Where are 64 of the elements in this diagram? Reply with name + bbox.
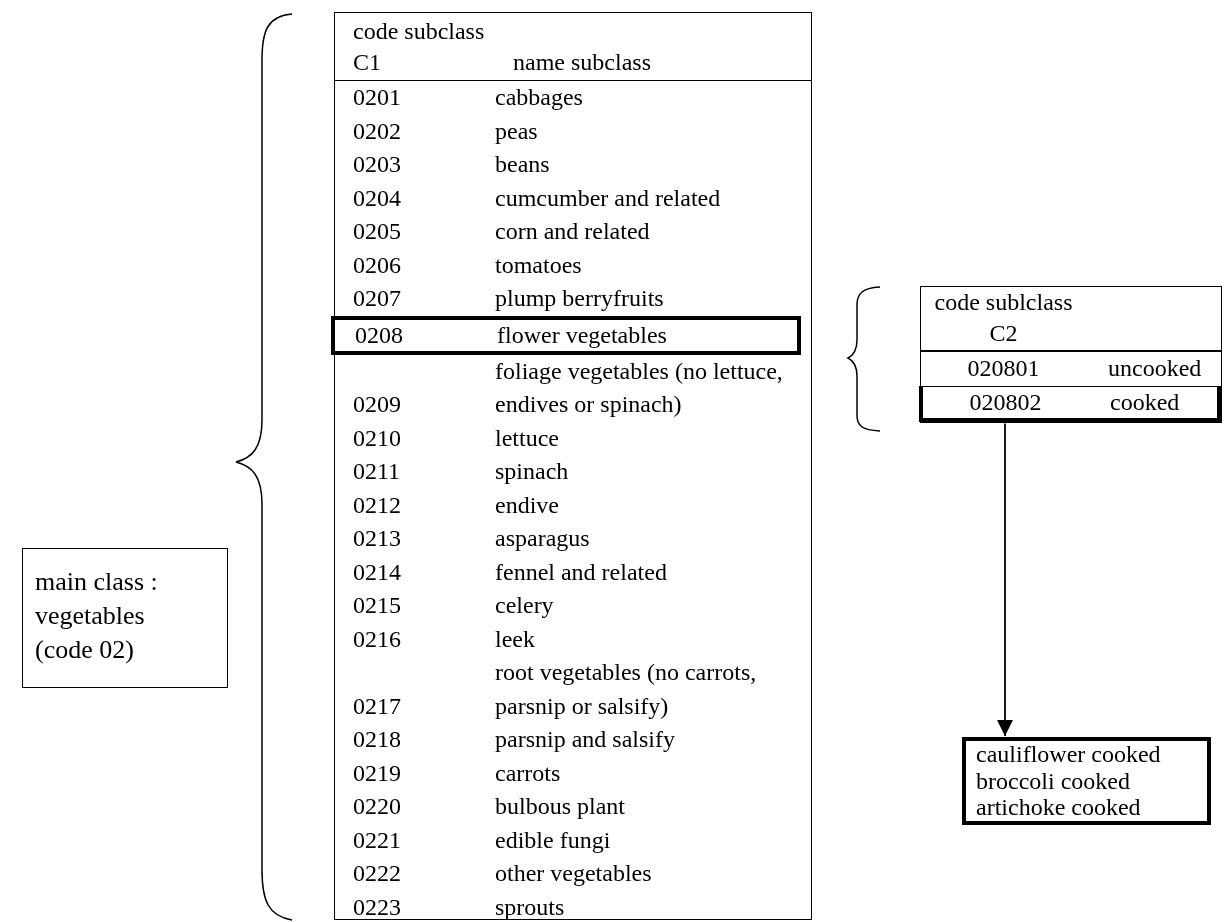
- item-label: cauliflower cooked: [976, 741, 1162, 768]
- code-number: 0215: [353, 591, 402, 620]
- subclass-name: parsnip and salsify: [495, 725, 676, 754]
- subclass-name: cabbages: [495, 83, 584, 112]
- item-label: artichoke cooked: [976, 794, 1142, 821]
- subclass-name: sprouts: [495, 892, 566, 922]
- subclass-name: leek: [495, 624, 536, 654]
- code-number: 0209: [353, 390, 402, 419]
- subclass-name: spinach: [495, 457, 570, 486]
- code-number: 020801: [966, 354, 1041, 383]
- code-number: 0213: [353, 524, 402, 553]
- code-number: 0220: [353, 792, 402, 821]
- code-number: 0218: [353, 725, 402, 754]
- code-number: 0207: [353, 284, 402, 313]
- subclass-name: foliage vegetables (no lettuce, endives or spinach): [495, 356, 784, 419]
- code-number: 0221: [353, 825, 402, 855]
- subclass-name: flower vegetables: [497, 320, 668, 350]
- code-number: 0206: [353, 250, 402, 280]
- subclass-name: corn and related: [495, 217, 651, 246]
- column-header: code subclass C1: [353, 17, 486, 77]
- code-number: 0208: [355, 320, 404, 350]
- code-number: 0219: [353, 758, 402, 788]
- code-number: 0222: [353, 859, 402, 888]
- subclass-name: carrots: [495, 758, 562, 788]
- subclass-name: celery: [495, 591, 555, 620]
- subclass-name: cumcumber and related: [495, 183, 722, 213]
- subclass-name: plump berryfruits: [495, 284, 665, 313]
- code-number: 0203: [353, 150, 402, 179]
- subclass-name: bulbous plant: [495, 792, 626, 821]
- subclass-name: lettuce: [495, 423, 560, 453]
- code-number: 0212: [353, 490, 402, 520]
- column-header: code sublclass C2: [933, 288, 1074, 348]
- item-label: broccoli cooked: [976, 767, 1131, 794]
- code-number: 0205: [353, 217, 402, 246]
- code-number: 0201: [353, 83, 402, 112]
- code-number: 0217: [353, 691, 402, 721]
- subclass-name: fennel and related: [495, 557, 668, 587]
- code-number: 0202: [353, 116, 402, 146]
- subclass-name: tomatoes: [495, 250, 583, 280]
- subclass-name: cooked: [1110, 387, 1181, 417]
- class-box: [22, 548, 228, 688]
- code-number: 0216: [353, 624, 402, 654]
- column-header: name subclass: [513, 48, 651, 77]
- subclass-name: peas: [495, 116, 539, 146]
- subclass-name: beans: [495, 150, 551, 179]
- subclass-name: root vegetables (no carrots, parsnip or salsify): [495, 658, 758, 721]
- subclass-name: other vegetables: [495, 859, 653, 888]
- subclass-table: [334, 12, 812, 920]
- subclass-name: uncooked: [1108, 354, 1203, 383]
- code-number: 0214: [353, 557, 402, 587]
- code-number: 0210: [353, 423, 402, 453]
- subclass-name: edible fungi: [495, 825, 612, 855]
- code-number: 0211: [353, 457, 402, 486]
- subclass-table: [920, 286, 1222, 423]
- result-box: [962, 737, 1211, 825]
- subclass-name: asparagus: [495, 524, 591, 553]
- code-number: 0223: [353, 892, 402, 922]
- highlighted-row: [331, 315, 801, 355]
- class-label: main class : vegetables (code 02): [35, 566, 159, 666]
- arrow: [996, 422, 1014, 737]
- code-number: 020802: [968, 387, 1043, 417]
- subclass-name: endive: [495, 490, 560, 520]
- highlighted-row: [919, 385, 1221, 422]
- code-number: 0204: [353, 183, 402, 213]
